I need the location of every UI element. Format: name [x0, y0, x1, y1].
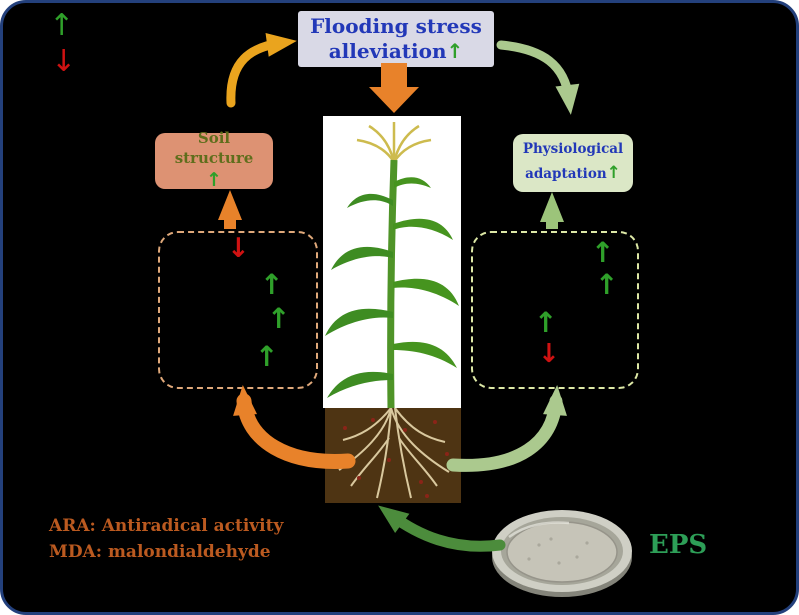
right-panel-increase-arrow-icon: ↑ — [591, 236, 615, 269]
left-panel-decrease-arrow-icon: ↓ — [227, 233, 250, 264]
soil-to-right-panel-curved-arrow — [446, 385, 567, 472]
soil-to-title-curved-arrow — [226, 32, 297, 108]
physiological-adaptation-label: Physiological adaptation — [522, 141, 624, 183]
right-panel-decrease-arrow-icon: ↓ — [538, 339, 560, 369]
soil-structure-label: Soil structure — [174, 129, 254, 167]
left-panel-increase-arrow-icon: ↑ — [267, 302, 291, 335]
physiological-up-arrow-icon: ↑ — [606, 163, 621, 184]
title-to-plant-arrow — [369, 63, 419, 113]
flooding-stress-alleviation-box: Flooding stress alleviation↑ — [298, 11, 494, 67]
eps-to-soil-curved-arrow — [378, 505, 506, 552]
right-panel-increase-arrow-icon: ↑ — [534, 306, 558, 339]
soil-with-roots — [325, 408, 461, 503]
abbreviation-legend: ARA: Antiradical activity MDA: malondial… — [49, 514, 283, 565]
agar-speckles — [527, 537, 589, 565]
plant-leaves — [325, 177, 459, 398]
eps-label: EPS — [649, 530, 708, 560]
legend-decrease-arrow-icon: ↓ — [51, 44, 77, 79]
legend-increase-arrow-icon: ↑ — [49, 8, 75, 43]
title-up-arrow-icon: ↑ — [446, 39, 464, 63]
ara-definition: ARA: Antiradical activity — [49, 516, 284, 536]
title-line2: alleviation — [328, 39, 447, 63]
soil-structure-up-arrow-icon: ↑ — [206, 169, 222, 192]
right-panel-increase-arrow-icon: ↑ — [595, 268, 619, 301]
mda-definition: MDA: malondialdehyde — [49, 541, 271, 562]
title-to-physio-curved-arrow — [496, 40, 580, 115]
left-panel-increase-arrow-icon: ↑ — [260, 268, 284, 301]
title-line1: Flooding stress — [310, 14, 482, 38]
left-panel-increase-arrow-icon: ↑ — [255, 340, 279, 373]
physiological-adaptation-box: Physiological adaptation↑ — [513, 134, 633, 192]
maize-plant-illustration — [323, 116, 461, 408]
eps-petri-dish-photo — [492, 510, 632, 597]
soil-structure-box: Soil structure ↑ — [155, 129, 273, 192]
tassel-icon — [356, 122, 432, 163]
